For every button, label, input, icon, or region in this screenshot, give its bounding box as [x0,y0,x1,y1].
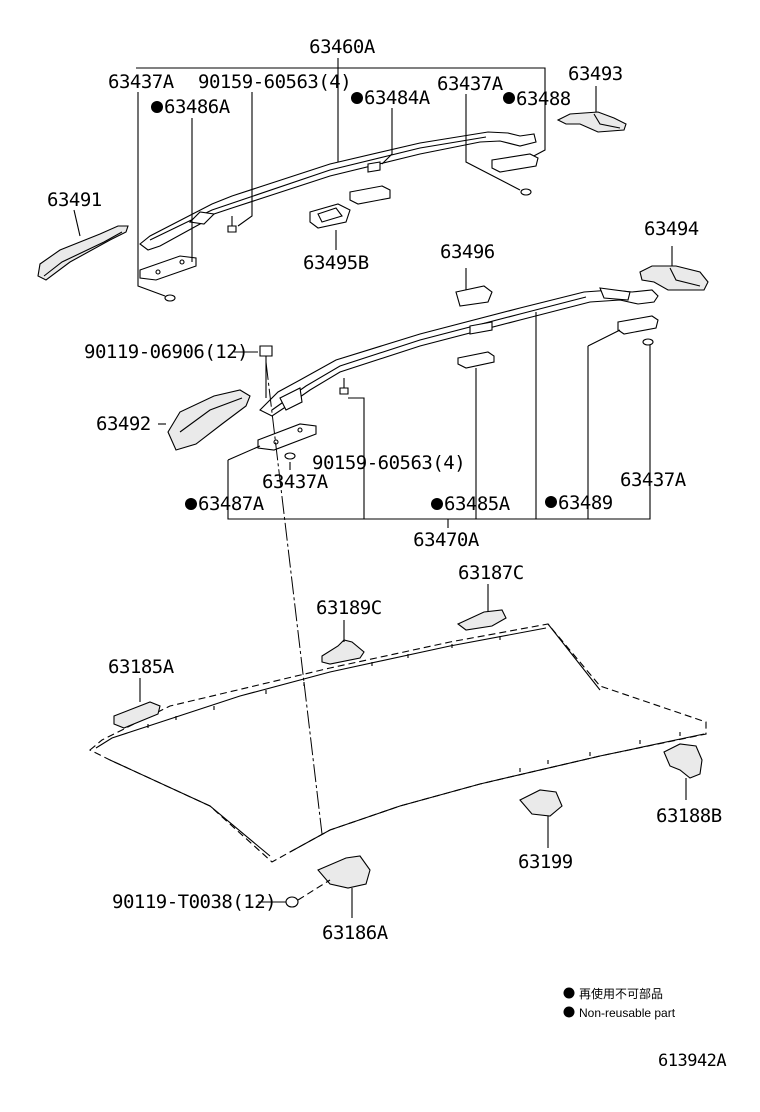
end-cover-63494[interactable] [639,265,709,291]
legend-jp: 再使用不可部品 [579,986,663,1001]
bracket-63489[interactable] [617,315,659,335]
label-63494[interactable]: 63494 [644,218,699,240]
label-90119-T0038[interactable]: 90119-T0038(12) [112,891,277,913]
label-63495B[interactable]: 63495B [303,252,369,274]
legend-bullet-icon [563,987,575,999]
label-63492[interactable]: 63492 [96,413,151,435]
label-90119-06906[interactable]: 90119-06906(12) [84,341,249,363]
roof-clip-marks [147,636,681,772]
label-63460A[interactable]: 63460A [309,36,376,58]
non-reusable-marker [545,496,557,508]
label-63493[interactable]: 63493 [568,63,623,85]
bracket-63187C[interactable] [456,609,507,631]
label-63189C[interactable]: 63189C [316,597,382,619]
non-reusable-marker [151,101,163,113]
label-63437A-3[interactable]: 63437A [262,471,329,493]
bracket-63185A[interactable] [113,701,161,729]
clip-90119-T0038[interactable] [285,896,299,908]
label-63437A-1[interactable]: 63437A [108,71,175,93]
label-63186A[interactable]: 63186A [322,922,389,944]
bracket-63487A[interactable] [257,423,317,451]
figure-code: 613942A [658,1051,726,1071]
bracket-63186A[interactable] [317,855,371,889]
label-63487A[interactable]: 63487A [198,493,265,515]
label-90159-60563-b[interactable]: 90159-60563(4) [312,452,466,474]
bracket-63485A[interactable] [457,351,495,369]
label-63491[interactable]: 63491 [47,189,102,211]
non-reusable-marker [351,92,363,104]
bracket-63189C[interactable] [321,639,365,665]
label-63187C[interactable]: 63187C [458,562,524,584]
end-cover-63491[interactable] [37,225,129,281]
label-63185A[interactable]: 63185A [108,656,175,678]
label-63485A[interactable]: 63485A [444,493,511,515]
label-63199[interactable]: 63199 [518,851,573,873]
bracket-63188B[interactable] [663,743,703,779]
label-63488[interactable]: 63488 [516,88,571,110]
upper-rail-assembly [37,58,627,302]
label-63437A-4[interactable]: 63437A [620,469,687,491]
bracket-63486A[interactable] [139,255,197,281]
part-labels: 63460A 63437A 90159-60563(4) 63486A 6348… [47,36,722,944]
roof-brackets [113,584,703,918]
legend-bullet-icon [563,1006,575,1018]
bracket-63484A[interactable] [349,185,391,205]
label-63188B[interactable]: 63188B [656,805,722,827]
bracket-63488[interactable] [491,153,539,173]
legend-en: Non-reusable part [579,1006,676,1020]
bracket-63199[interactable] [519,789,563,817]
non-reusable-marker [185,498,197,510]
label-90159-60563-a[interactable]: 90159-60563(4) [198,71,352,93]
roof-panel [89,623,707,863]
lower-rail-assembly [158,246,709,835]
label-63437A-2[interactable]: 63437A [437,73,504,95]
support-63495B[interactable] [309,203,351,229]
label-63486A[interactable]: 63486A [164,96,231,118]
non-reusable-marker [431,498,443,510]
end-cover-63492[interactable] [167,389,251,451]
label-63484A[interactable]: 63484A [364,87,431,109]
label-63496[interactable]: 63496 [440,241,495,263]
non-reusable-marker [503,92,515,104]
label-63489[interactable]: 63489 [558,492,613,514]
support-63496[interactable] [455,285,493,307]
label-63470A[interactable]: 63470A [413,529,480,551]
end-cover-63493[interactable] [556,111,627,133]
legend: 再使用不可部品 Non-reusable part [563,986,676,1020]
